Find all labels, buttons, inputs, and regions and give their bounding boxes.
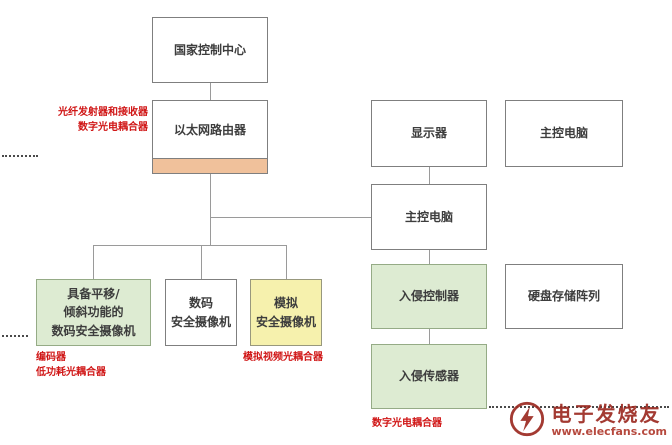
annotation-fiber-optocoupler: 光纤发射器和接收器 数字光电耦合器 [58, 107, 148, 133]
connector-router-to-master-computer [210, 217, 371, 218]
connector-drop-pan-tilt-camera [93, 245, 94, 280]
connector-camera-branch [93, 245, 286, 246]
dotted-leader-router-strip [2, 155, 38, 157]
watermark-site-name: 电子发烧友 [551, 402, 662, 427]
connector-drop-analog-camera [286, 245, 287, 280]
node-pan-tilt-camera: 具备平移/ 倾斜功能的 数码安全摄像机 [36, 279, 151, 346]
node-digital-camera: 数码 安全摄像机 [165, 279, 237, 346]
node-ethernet-router: 以太网路由器 [152, 100, 268, 174]
node-intrusion-sensor: 入侵传感器 [371, 344, 487, 409]
watermark-site-url: www.elecfans.com [551, 425, 667, 439]
dotted-leader-digital-optocoupler [489, 406, 669, 408]
connector-national-to-router [210, 83, 211, 101]
node-national-control-center: 国家控制中心 [152, 17, 268, 83]
connector-controller-to-sensor [429, 329, 430, 345]
node-master-computer-top: 主控电脑 [505, 100, 623, 167]
elecfans-logo-icon [508, 400, 546, 442]
node-analog-camera: 模拟 安全摄像机 [250, 279, 322, 346]
connector-monitor-to-master [429, 167, 430, 185]
node-intrusion-controller: 入侵控制器 [371, 264, 487, 329]
ethernet-router-label: 以太网路由器 [173, 123, 246, 137]
router-optocoupler-strip [153, 158, 267, 173]
connector-drop-digital-camera [201, 245, 202, 280]
node-master-computer: 主控电脑 [371, 184, 487, 250]
annotation-analog-video-optocoupler: 模拟视频光耦合器 [243, 352, 323, 363]
connector-master-to-controller [429, 250, 430, 265]
annotation-digital-optocoupler: 数字光电耦合器 [372, 418, 442, 429]
connector-router-down [210, 174, 211, 245]
dotted-leader-encoder [2, 335, 28, 337]
annotation-encoder: 编码器 低功耗光耦合器 [36, 352, 106, 378]
node-disk-array: 硬盘存储阵列 [505, 264, 623, 329]
watermark: 电子发烧友 www.elecfans.com [508, 400, 667, 442]
node-monitor: 显示器 [371, 100, 487, 167]
